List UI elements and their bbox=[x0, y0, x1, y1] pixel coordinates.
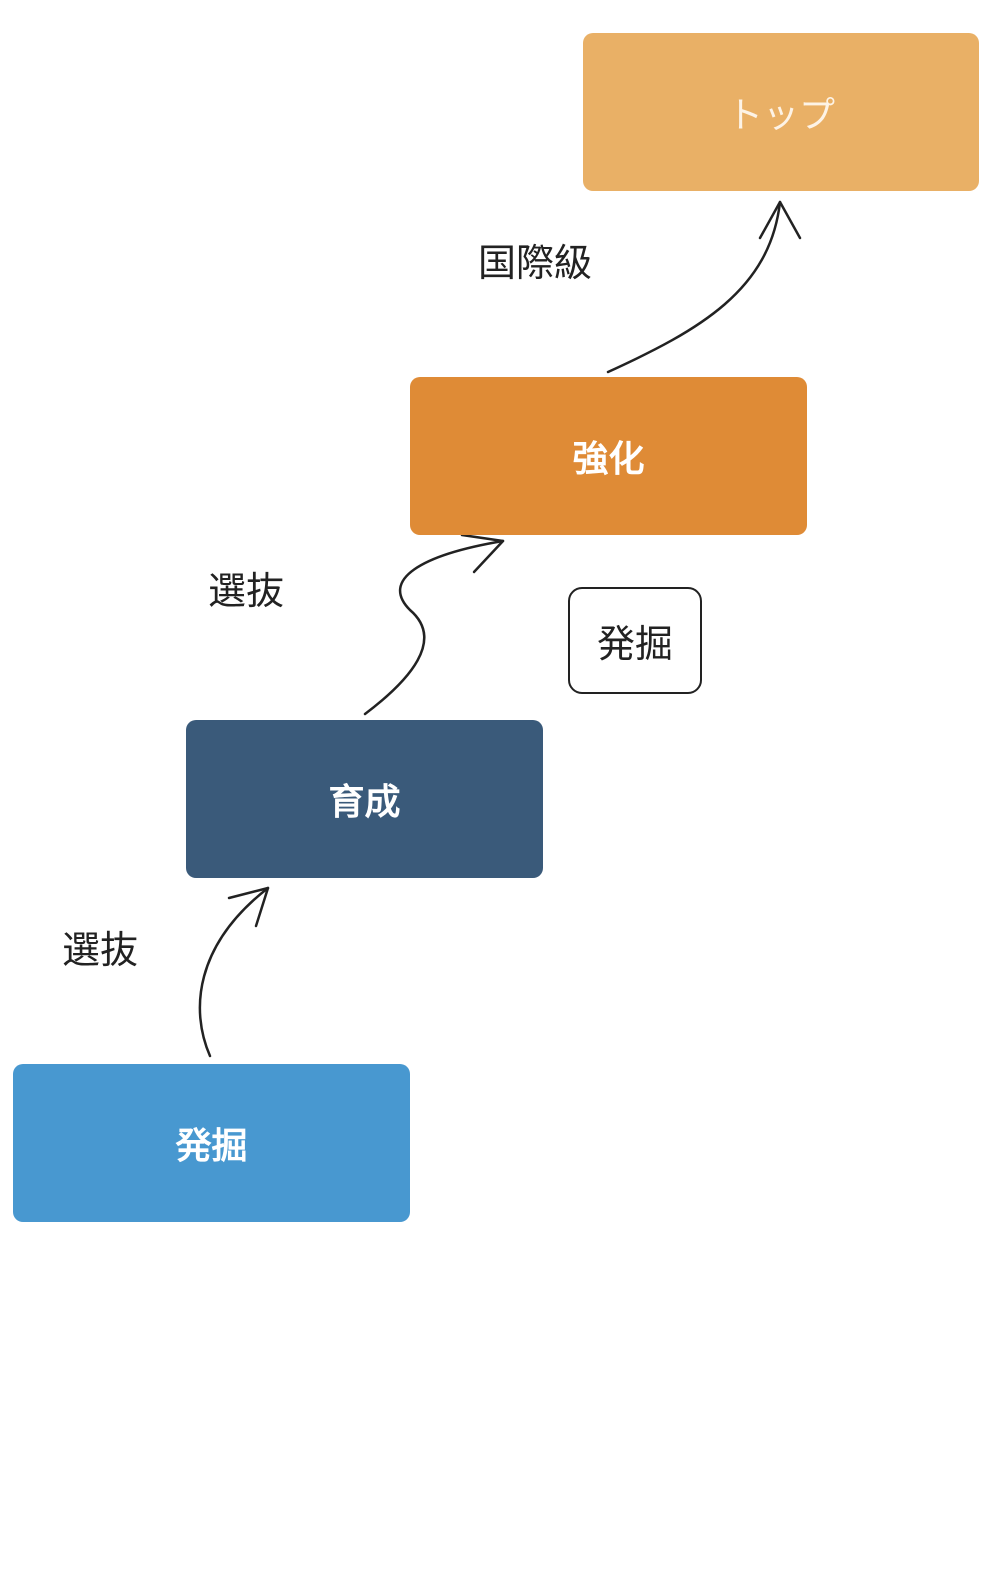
label-select-lower: 選抜 bbox=[62, 928, 139, 972]
node-strengthen: 強化 bbox=[410, 377, 807, 535]
label-select-upper: 選抜 bbox=[208, 569, 285, 613]
arrow-discover-to-develop bbox=[198, 886, 270, 1058]
node-strengthen-label: 強化 bbox=[572, 439, 645, 480]
arrow-develop-to-strengthen bbox=[363, 533, 505, 716]
node-top: トップ bbox=[583, 33, 979, 191]
node-develop-label: 育成 bbox=[328, 782, 401, 823]
node-top-label: トップ bbox=[726, 95, 835, 136]
arrow-strengthen-to-top bbox=[606, 200, 802, 374]
node-develop: 育成 bbox=[186, 720, 543, 878]
node-discover: 発掘 bbox=[13, 1064, 410, 1222]
label-international: 国際級 bbox=[478, 241, 593, 285]
node-discover-small: 発掘 bbox=[568, 587, 702, 694]
node-discover-label: 発掘 bbox=[175, 1126, 248, 1167]
node-discover-small-label: 発掘 bbox=[596, 622, 673, 666]
